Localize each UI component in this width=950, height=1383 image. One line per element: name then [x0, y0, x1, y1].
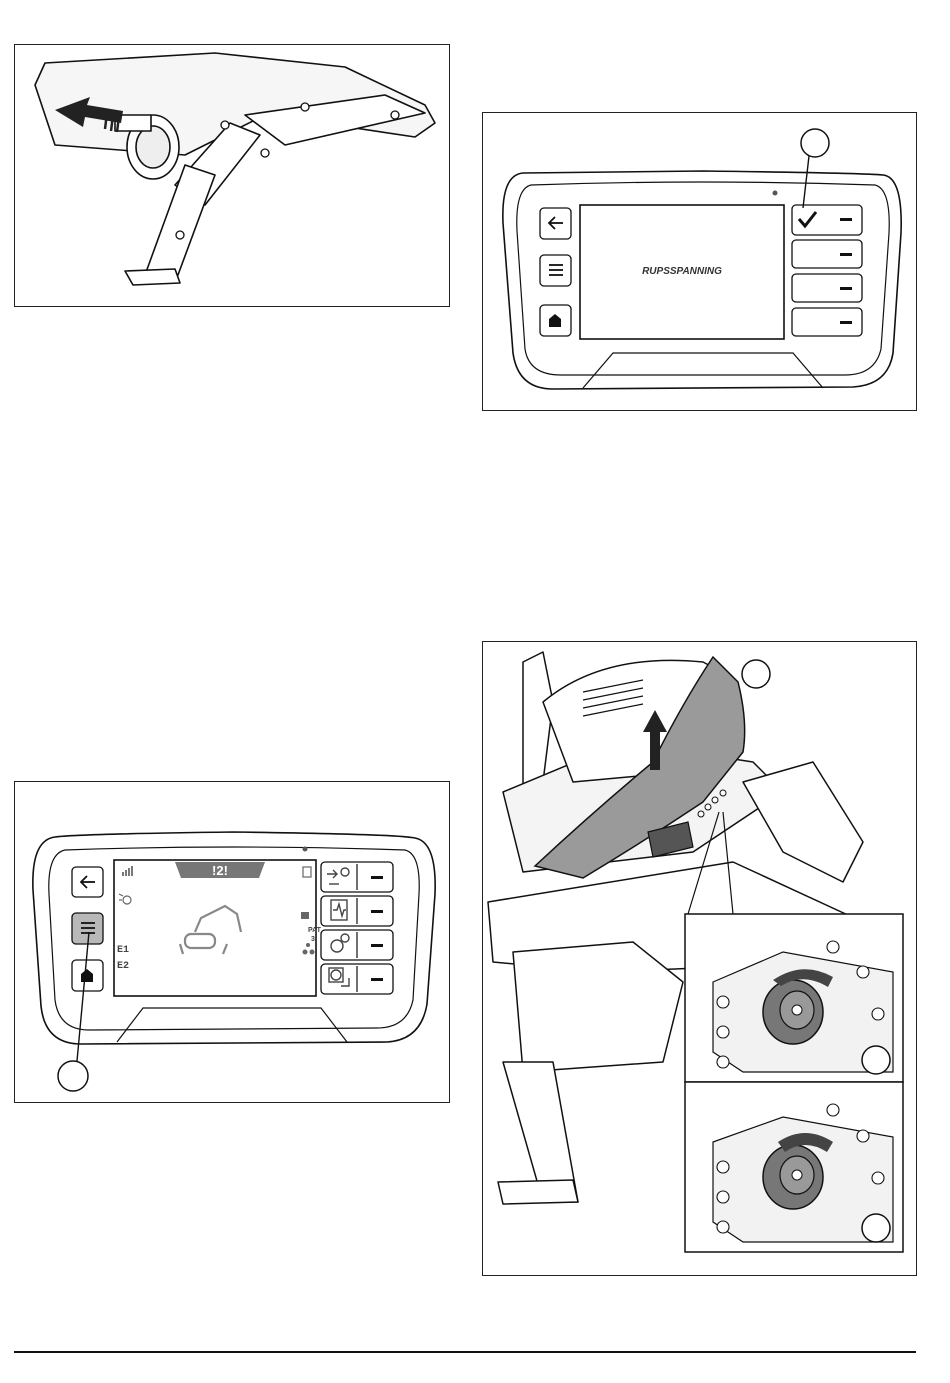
control-panel-menu-illustration: !2! E1 E2 PAT 3: [15, 782, 450, 1103]
outrigger-illustration: [15, 45, 450, 307]
callout-circle-2: [862, 1046, 890, 1074]
callout-circle: [58, 1061, 88, 1091]
pat-label: PAT: [308, 927, 322, 934]
control-panel-illustration: RUPSSPANNING: [483, 113, 917, 411]
e1-label: E1: [117, 945, 129, 956]
figure-control-panel-menu: !2! E1 E2 PAT 3: [14, 781, 450, 1103]
pat-level: 3: [311, 936, 315, 943]
figure-valve-adjustment: [482, 641, 917, 1276]
e2-label: E2: [117, 961, 129, 972]
lock-icon: [301, 912, 309, 919]
callout-circle-3: [862, 1214, 890, 1242]
callout-circle: [801, 129, 829, 157]
callout-circle-1: [742, 660, 770, 688]
screen-message: RUPSSPANNING: [642, 266, 722, 277]
footer-divider: [14, 1351, 916, 1353]
warning-indicator: !2!: [212, 863, 228, 878]
figure-control-panel-confirm: RUPSSPANNING: [482, 112, 917, 411]
valve-illustration: [483, 642, 917, 1276]
figure-outrigger-pin: [14, 44, 450, 307]
